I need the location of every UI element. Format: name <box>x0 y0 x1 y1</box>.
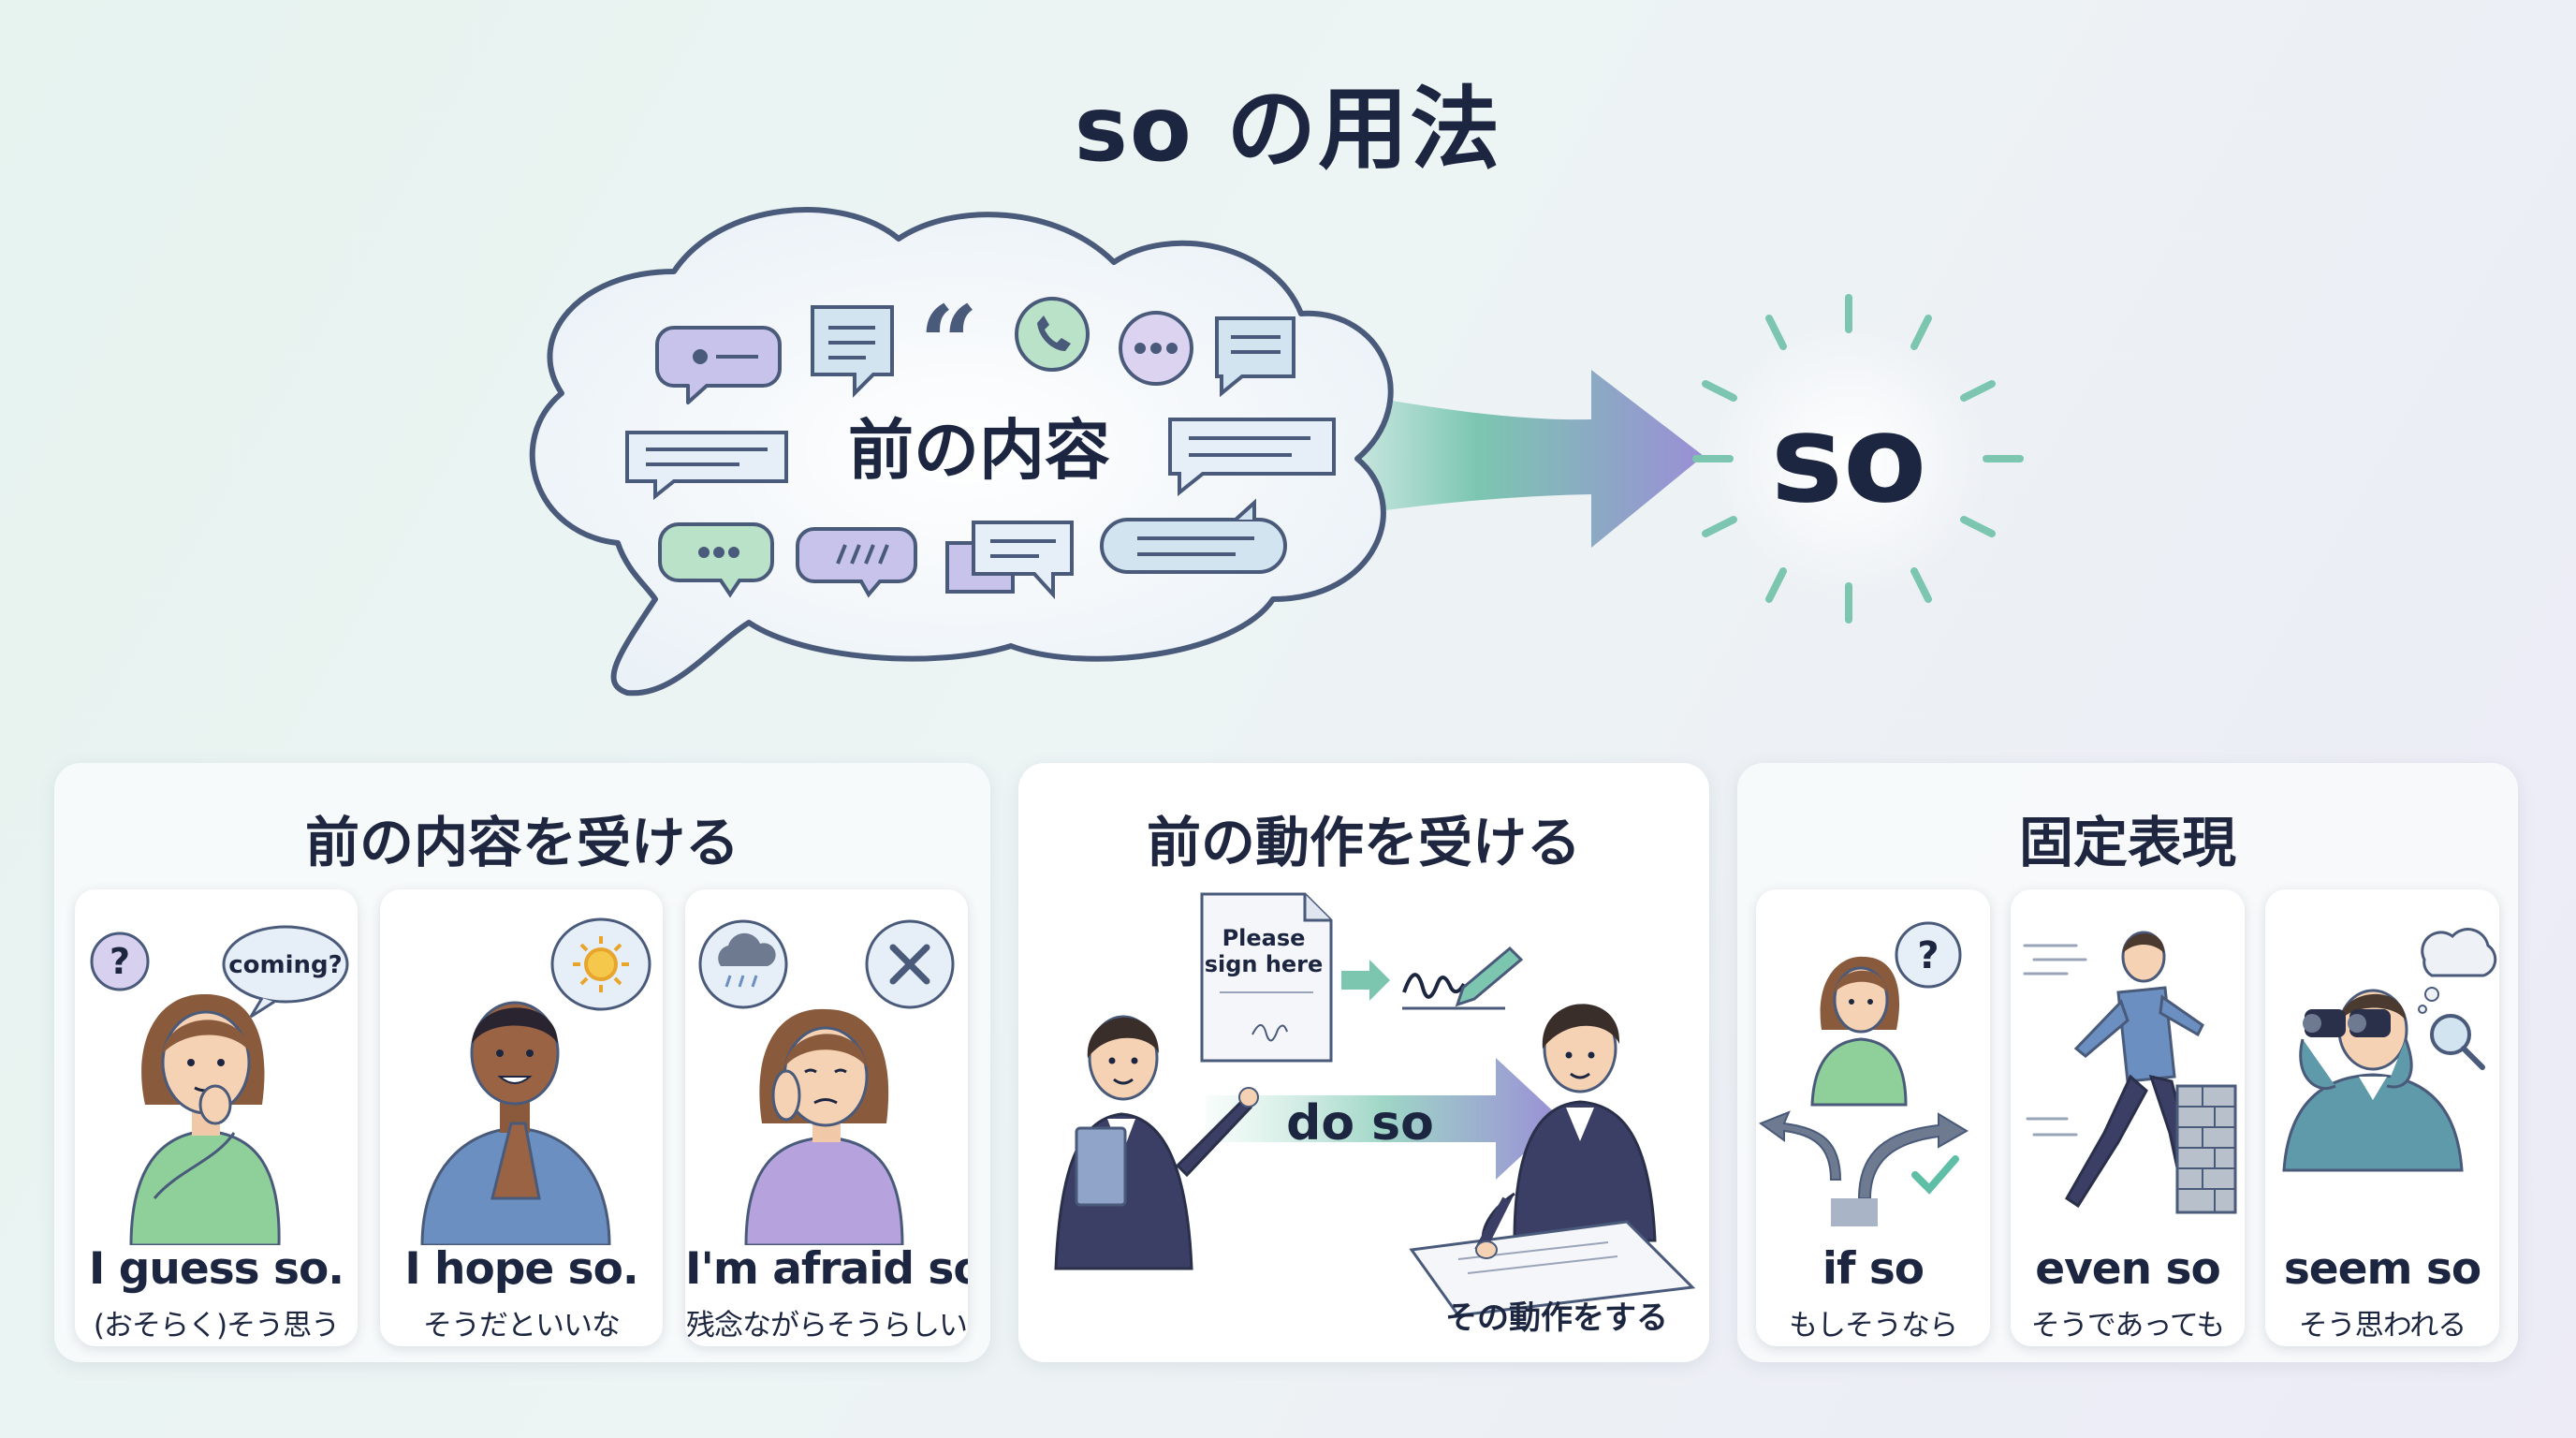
chat-bubble-icon <box>1215 316 1295 398</box>
meaning: (おそらく)そう思う <box>93 1309 340 1343</box>
card-i-guess-so: ? coming? I guess so. (おそらく)そう思う <box>75 889 358 1346</box>
svg-text:?: ? <box>110 941 130 982</box>
chat-bubble-icon <box>1168 418 1336 497</box>
panel-previous-action: 前の動作を受ける Please sign here do so <box>1018 763 1709 1362</box>
speech-bubble <box>222 925 349 1004</box>
check-icon <box>1911 1155 1959 1195</box>
chat-bubble-icon <box>811 305 894 398</box>
question-icon <box>1895 921 1962 989</box>
sparkle-rays <box>1692 294 2024 624</box>
chat-bubble-icon <box>796 527 917 598</box>
meaning: そう思われる <box>2298 1309 2466 1343</box>
panel-fixed-expressions: 固定表現 ? if so もしそうなら <box>1737 763 2518 1362</box>
meaning: そうだといいな <box>423 1309 621 1343</box>
card-even-so: even so そうであっても <box>2011 889 2245 1346</box>
phrase: if so <box>1822 1243 1925 1295</box>
phrase: even so <box>2035 1243 2220 1295</box>
card-im-afraid-so: I'm afraid so. 残念ながらそうらしい <box>685 889 968 1346</box>
chat-bubble-icon <box>1100 498 1287 574</box>
cloud-label: 前の内容 <box>848 412 1110 489</box>
phrase: seem so <box>2283 1243 2481 1295</box>
brick-wall-icon <box>2175 1084 2237 1214</box>
whatsapp-icon <box>1015 297 1090 372</box>
panel-heading: 前の内容を受ける <box>304 811 739 874</box>
card-seem-so: seem so そう思われる <box>2265 889 2499 1346</box>
thought-bubble <box>2421 928 2497 977</box>
running-man-illustration <box>2023 931 2237 1214</box>
sun-icon <box>573 936 629 992</box>
page-title: so の用法 <box>1074 77 1502 182</box>
meaning: 残念ながらそうらしい <box>686 1309 968 1343</box>
phrase: I guess so. <box>88 1243 344 1295</box>
binoculars-man-illustration <box>2282 928 2497 1172</box>
thinking-woman-illustration: ? coming? <box>90 925 349 1245</box>
crossroads-illustration: ? <box>1758 921 1969 1226</box>
chat-bubble-icon <box>658 522 774 598</box>
svg-text:coming?: coming? <box>228 951 342 979</box>
signature-pen-icon <box>1402 946 1524 1010</box>
card-if-so: ? if so もしそうなら <box>1756 889 1990 1346</box>
document-icon: Please sign here <box>1200 892 1333 1063</box>
binoculars-icon <box>2303 1009 2391 1037</box>
meaning: そうであっても <box>2030 1309 2226 1343</box>
meaning: もしそうなら <box>1789 1309 1958 1343</box>
do-so-label: do so <box>1286 1095 1434 1152</box>
chat-bubble-icon <box>1119 311 1193 386</box>
flow-arrow <box>1292 370 1704 548</box>
panel-heading: 前の動作を受ける <box>1146 811 1581 874</box>
signing-scene-illustration: Please sign here do so <box>1054 892 1696 1317</box>
panel-previous-content: 前の内容を受ける ? coming? I guess so. (おそらく)そう思… <box>54 763 990 1362</box>
meaning: その動作をする <box>1445 1299 1668 1337</box>
magnifier-icon <box>2430 1014 2485 1070</box>
svg-text:?: ? <box>1917 934 1939 977</box>
svg-text:sign here: sign here <box>1205 951 1324 977</box>
do-so-arrow <box>1206 1058 1561 1180</box>
panel-heading: 固定表現 <box>2018 811 2236 874</box>
phrase: I'm afraid so. <box>685 1243 968 1295</box>
chat-bubble-icon <box>655 326 782 404</box>
question-icon <box>90 932 150 991</box>
hoping-man-illustration <box>420 917 651 1245</box>
so-label: so <box>1771 388 1927 530</box>
phrase: I hope so. <box>404 1243 639 1295</box>
worried-woman-illustration <box>698 919 955 1245</box>
quote-icon: “ <box>919 283 978 404</box>
card-i-hope-so: I hope so. そうだといいな <box>380 889 663 1346</box>
document-text: Please <box>1222 925 1306 951</box>
chat-bubble-icon <box>625 431 788 501</box>
chat-bubble-icon <box>945 521 1074 600</box>
hero-diagram: “ 前の内容 <box>529 207 2024 697</box>
